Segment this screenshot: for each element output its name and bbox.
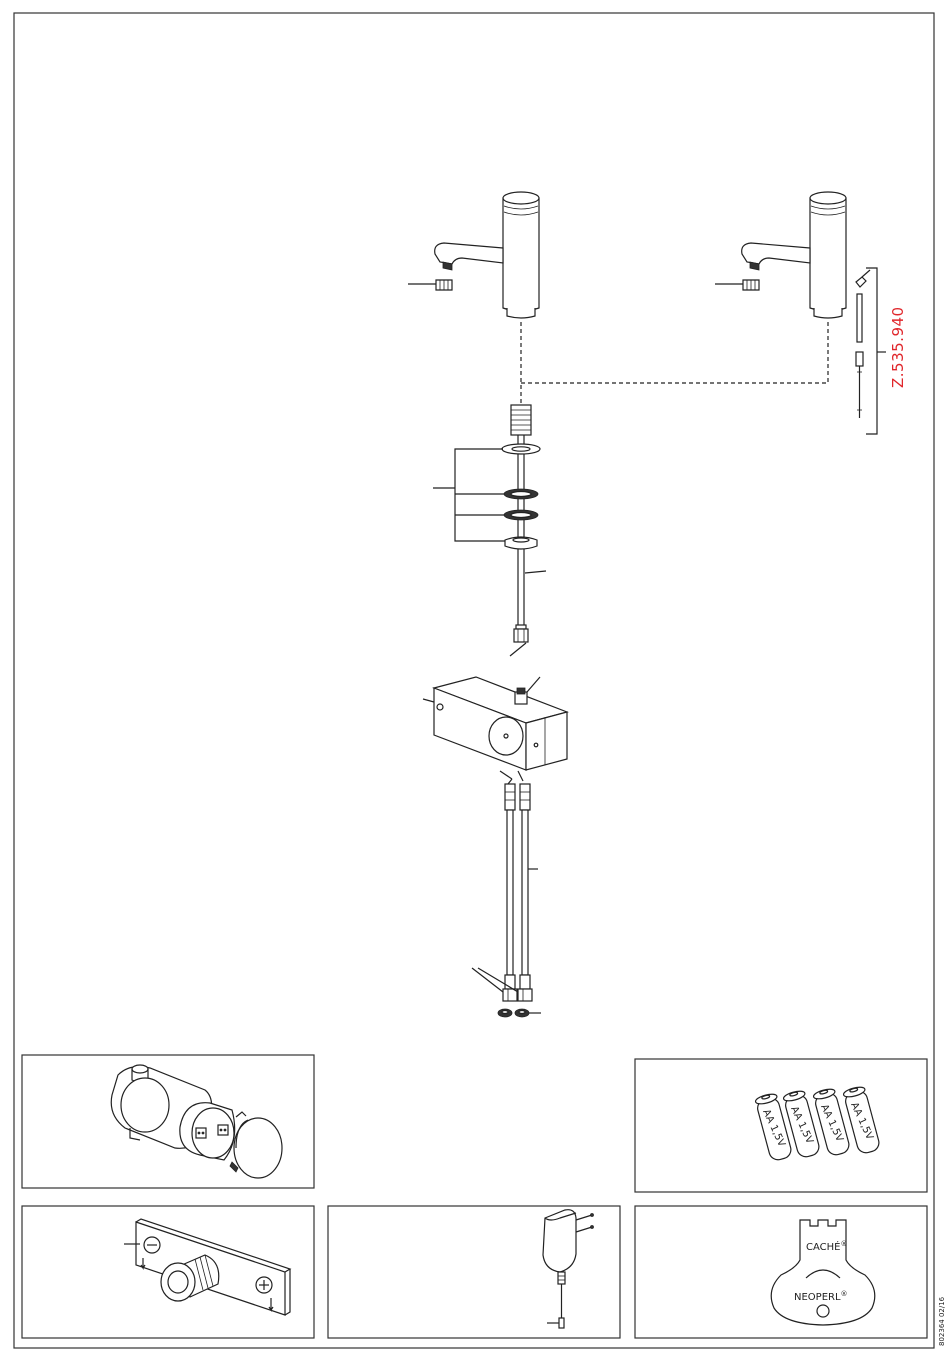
control-box: [423, 677, 567, 770]
mounting-box-illustration: [111, 1065, 282, 1178]
dashed-axis-right: [521, 322, 828, 383]
connection-hoses: [472, 771, 541, 1017]
batteries-illustration: AA 1,5V AA 1,5V AA 1,5V AA 1,5V: [755, 1085, 881, 1161]
faucet-left: [408, 192, 539, 318]
key-tool-illustration: [771, 1220, 875, 1325]
threaded-rod-assembly: [433, 405, 546, 656]
document-code: 802364 02/16: [938, 1296, 946, 1346]
power-supply-illustration: [543, 1210, 594, 1328]
panel-key-tool: [635, 1206, 927, 1338]
faucet-right: [715, 192, 846, 318]
key-brand-bottom: NEOPERL®: [794, 1290, 848, 1303]
spare-part-number: Z.535.940: [889, 306, 907, 388]
spare-part-kit: [856, 268, 886, 434]
wall-plate-illustration: [124, 1219, 290, 1315]
